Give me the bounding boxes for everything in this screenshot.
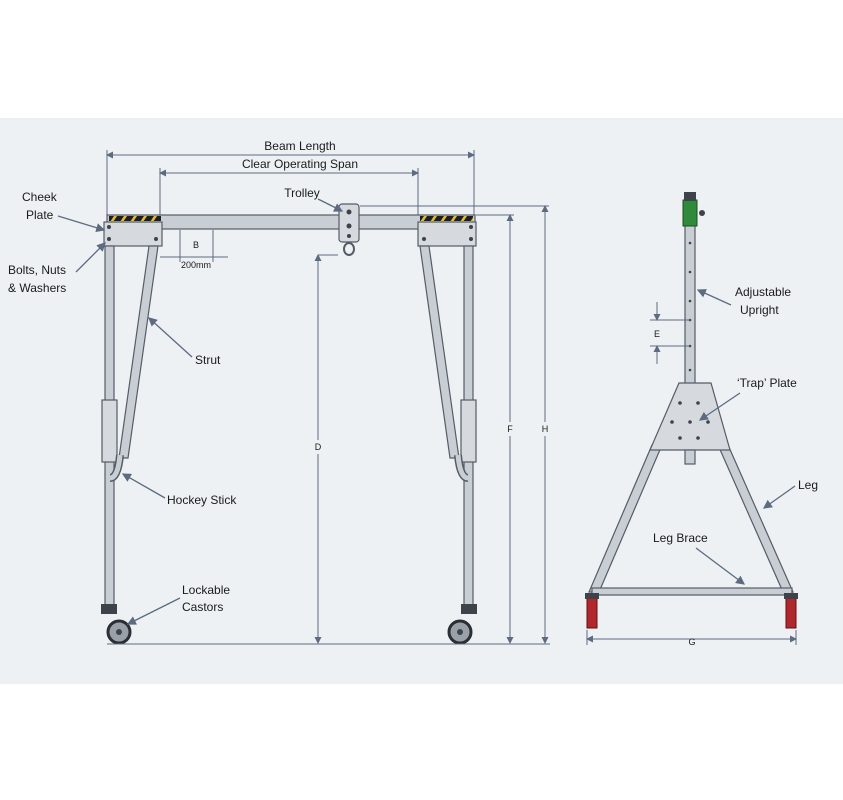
castor-mount-left [101,604,117,614]
left-leg-sleeve [101,399,118,463]
hockey-stick-leader [121,473,166,499]
right-side-leg [717,444,794,593]
strut-leader [148,317,193,358]
adjustable-upright [684,224,696,386]
beam-length-label: Beam Length [264,139,335,153]
bolts-leader [75,242,106,273]
castors-leader [126,597,181,625]
upright-cap [684,192,696,201]
trolley-leader [317,198,344,212]
bolt [154,237,158,241]
dimension-d-label: D [315,442,322,452]
right-strut [419,245,460,459]
adjustable-upright-label-line1: Adjustable [735,285,791,299]
upright-knob [699,210,705,216]
dimension-200mm-label: 200mm [181,260,211,270]
left-side-leg [588,444,663,593]
bolt [469,237,473,241]
upright-leader [696,289,732,306]
trap-plate-label: ‘Trap’ Plate [737,376,797,390]
cheek-plate-left [103,221,163,247]
hazard-stripe-right [420,216,473,221]
dimension-b-label: B [193,240,199,250]
cheek-plate-right [417,221,477,247]
dimension-f-label: F [507,424,513,434]
dimension-e-label: E [654,329,660,339]
trap-plate [649,382,731,451]
front-view: Beam Length Clear Operating Span [8,139,551,645]
dimension-g-label: G [688,637,695,647]
leg-brace [591,587,793,596]
trolley-wheel [346,209,352,215]
trolley-shackle [343,242,355,256]
dimension-h-label: H [542,424,549,434]
upright-stub [684,449,696,465]
castors-label-line2: Castors [182,600,223,614]
leg-brace-label: Leg Brace [653,531,708,545]
upright-top-block [682,199,698,227]
bolts-label-line2: & Washers [8,281,66,295]
bolt [107,237,111,241]
leg-brace-leader [695,547,746,585]
strut-label: Strut [195,353,221,367]
left-strut [118,245,159,459]
castor-mount-right [461,604,477,614]
trolley-label: Trolley [284,186,320,200]
side-castor-left [586,597,598,629]
right-leg-sleeve [460,399,477,463]
trolley-wheel [346,223,352,229]
hazard-stripe-left [109,216,161,221]
trolley-pin [347,234,351,238]
bolt [422,237,426,241]
hockey-stick-label: Hockey Stick [167,493,237,507]
leg-label: Leg [798,478,818,492]
trap-plate-leader [698,392,741,421]
bolt [107,225,111,229]
cheek-plate-label-line1: Cheek [22,190,58,204]
castors-label-line1: Lockable [182,583,230,597]
leg-leader [762,485,796,509]
side-view: E G Adju [585,192,818,647]
side-castor-right [785,597,797,629]
bolt [469,225,473,229]
bolts-label-line1: Bolts, Nuts [8,263,66,277]
cheek-plate-label-line2: Plate [26,208,54,222]
cheek-plate-leader [57,215,106,233]
clear-operating-span-label: Clear Operating Span [242,157,358,171]
adjustable-upright-label-line2: Upright [740,303,779,317]
